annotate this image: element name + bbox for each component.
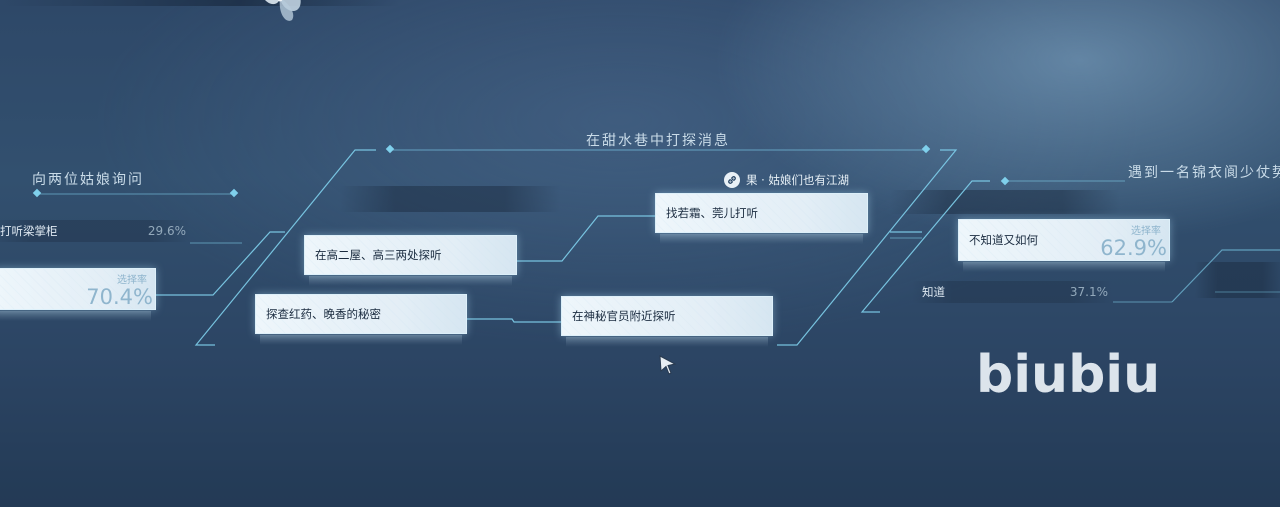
top-border-strip [0,0,400,6]
choice-dont-know-so-what[interactable]: 不知道又如何 选择率 62.9% [958,219,1170,272]
choice-rate: 29.6% [147,224,186,238]
choice-ask-liang-shopkeeper[interactable]: 打听梁掌柜 29.6% [0,220,190,242]
choice-rate: 62.9% [1100,236,1167,260]
rate-caption: 选择率 [117,275,147,286]
choice-know[interactable]: 知道 37.1% [912,281,1112,303]
choice-selected-left[interactable]: 选择率 70.4% [0,268,156,321]
node-label: 探查红药、晚香的秘密 [266,307,381,321]
choice-rate: 70.4% [86,285,153,309]
section-title-right: 遇到一名锦衣阆少仗势 [1128,165,1280,181]
node-label: 在神秘官员附近探听 [572,309,676,323]
node-shenmi[interactable]: 在神秘官员附近探听 [561,296,773,347]
choice-label: 知道 [922,285,945,299]
flower-ornament-icon [265,0,301,21]
section-title-middle: 在甜水巷中打探消息 [586,133,730,149]
node-hongyao[interactable]: 探查红药、晚香的秘密 [255,294,467,345]
choice-label: 打听梁掌柜 [0,224,58,238]
choice-rate: 37.1% [1069,285,1108,299]
ending-tag[interactable]: 果 · 姑娘们也有江湖 [724,171,849,189]
node-label: 在高二屋、高三两处探听 [315,248,442,262]
node-ruoshuang[interactable]: 找若霜、莞儿打听 [655,193,868,244]
rate-caption: 选择率 [1131,226,1161,237]
hidden-option-placeholder [890,190,1120,214]
node-label: 找若霜、莞儿打听 [666,206,758,220]
ending-tag-text: 果 · 姑娘们也有江湖 [746,173,849,187]
choice-label: 不知道又如何 [969,233,1038,247]
hidden-option-placeholder [1195,262,1280,298]
link-icon [724,172,740,188]
mouse-cursor-icon [659,355,677,375]
node-gaoerya[interactable]: 在高二屋、高三两处探听 [304,235,517,286]
hidden-option-placeholder [340,186,560,212]
watermark-logo: biubiu [976,345,1161,405]
section-title-left: 向两位姑娘询问 [32,172,144,188]
